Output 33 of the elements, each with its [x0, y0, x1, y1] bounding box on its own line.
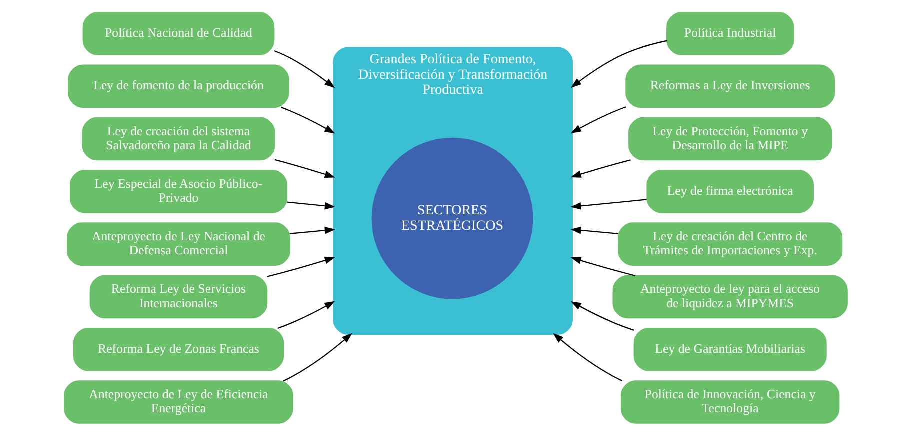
arrow — [570, 301, 634, 331]
node-circle: SECTORES ESTRATÉGICOS — [372, 138, 534, 300]
node-box: Política Industrial — [666, 12, 794, 56]
node-box: Anteproyecto de ley para el acceso de liquidez a MIPYMES — [612, 275, 848, 319]
node-box: Política Nacional de Calidad — [82, 12, 275, 56]
arrow — [553, 333, 623, 382]
arrow — [278, 301, 336, 330]
node-box: Ley de Garantías Mobiliarias — [634, 328, 827, 372]
node-box: Política de Innovación, Ciencia y Tecnología — [620, 380, 840, 424]
node-box: Anteproyecto de Ley Nacional de Defensa Comercial — [67, 222, 290, 266]
arrow — [570, 199, 647, 210]
arrow — [570, 257, 636, 276]
node-box: Ley de creación del Centro de Trámites de Importaciones y Exp. — [618, 222, 843, 266]
node-box: Ley de fomento de la producción — [68, 64, 290, 108]
arrow — [274, 50, 336, 88]
node-box: Ley de Protección, Fomento y Desarrollo de la MIPE — [628, 117, 832, 161]
node-box: Anteproyecto de Ley de Eficiencia Energética — [64, 380, 294, 424]
arrow — [287, 202, 336, 210]
node-box: Ley de firma electrónica — [646, 170, 814, 214]
arrow — [290, 226, 336, 234]
node-box: Ley de creación del sistema Salvadoreño para la Calidad — [82, 117, 276, 161]
arrow — [570, 106, 626, 134]
node-box: Reforma Ley de Servicios Internacionales — [90, 275, 268, 319]
arrow — [267, 256, 336, 278]
arrow — [283, 333, 352, 382]
arrow — [274, 159, 336, 178]
arrow — [570, 226, 618, 235]
node-box: Reformas a Ley de Inversiones — [626, 64, 836, 108]
arrow — [571, 40, 668, 88]
arrow — [570, 160, 631, 178]
node-box: Reforma Ley de Zonas Francas — [73, 328, 284, 372]
arrow — [281, 107, 336, 134]
node-box: Ley Especial de Asocio Público-Privado — [70, 170, 288, 214]
